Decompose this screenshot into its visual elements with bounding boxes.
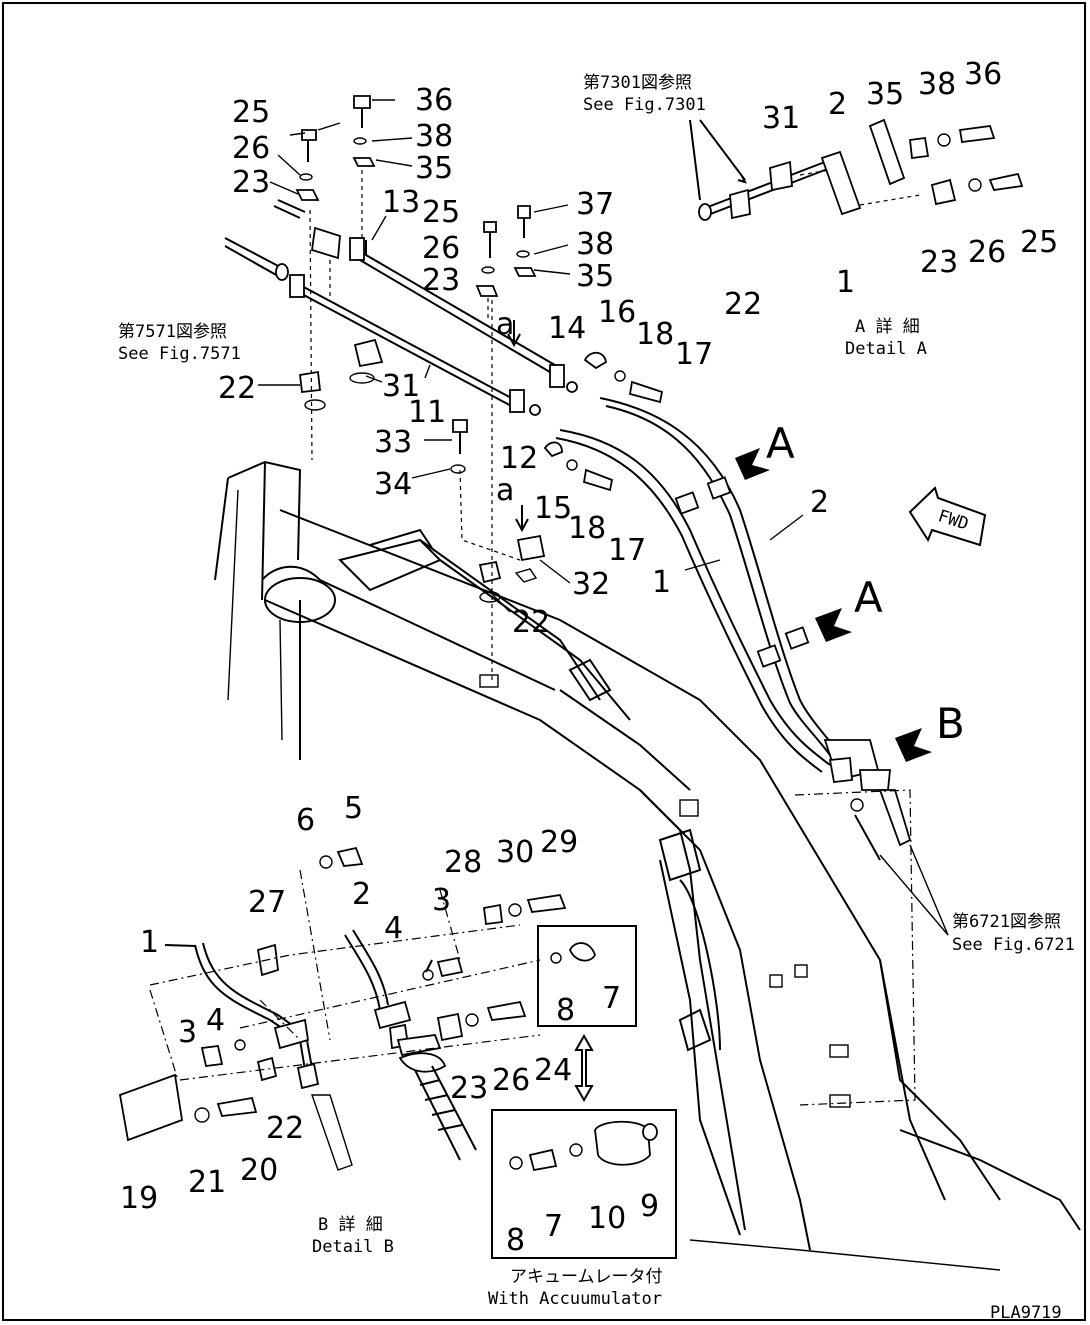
callout-35-c35c: 35 [866, 77, 904, 112]
callout-36-c36b: 36 [964, 57, 1002, 92]
callout-21-c21: 21 [188, 1165, 226, 1200]
callout-36-c36a: 36 [415, 83, 453, 118]
fwd-arrow [908, 486, 987, 547]
callout-35-c35b: 35 [576, 259, 614, 294]
callout-25-c25a: 25 [232, 95, 270, 130]
callout-24-c24: 24 [534, 1053, 572, 1088]
callout-25-c25b: 25 [422, 195, 460, 230]
callout-22-c22a: 22 [218, 371, 256, 406]
callout-13-c13: 13 [382, 185, 420, 220]
callout-8-c8b: 8 [506, 1223, 525, 1258]
callout-9-c9: 9 [640, 1189, 659, 1224]
callout-1-c1c: 1 [140, 925, 159, 960]
note-ref7571-jp: 第7571図参照 [118, 322, 227, 342]
callout-23-c23d: 23 [450, 1071, 488, 1106]
note-accum-jp: アキュームレータ付 [510, 1267, 663, 1287]
notes-layer: 第7301図参照 See Fig.7301 第7571図参照 See Fig.7… [118, 73, 1075, 1323]
callout-16-c16: 16 [598, 295, 636, 330]
callout-29-c29: 29 [540, 825, 578, 860]
callout-4-c4b: 4 [206, 1003, 225, 1038]
callout-a-ca2: a [496, 473, 514, 508]
callout-26-c26c: 26 [968, 235, 1006, 270]
callout-33-c33: 33 [374, 425, 412, 460]
note-fwd: FWD [935, 506, 970, 535]
note-ref7301-en: See Fig.7301 [583, 95, 706, 115]
callout-14-c14: 14 [548, 311, 586, 346]
callout-4-c4a: 4 [384, 911, 403, 946]
callout-32-c32: 32 [572, 567, 610, 602]
callout-15-c15: 15 [534, 491, 572, 526]
callout-38-c38b: 38 [576, 227, 614, 262]
callout-10-c10: 10 [588, 1201, 626, 1236]
callout-35-c35a: 35 [415, 151, 453, 186]
callout-25-c25c: 25 [1020, 225, 1058, 260]
callout-17-c17a: 17 [675, 337, 713, 372]
callout-2-c2a: 2 [810, 485, 829, 520]
detail-a-group [689, 118, 1024, 221]
callout-11-c11: 11 [408, 395, 446, 430]
note-ref7301-jp: 第7301図参照 [583, 73, 692, 93]
callout-A-cA2: A [854, 573, 883, 622]
callout-37-c37: 37 [576, 187, 614, 222]
note-detail-b-en: Detail B [312, 1237, 394, 1257]
upper-clamp-assembly [224, 95, 664, 680]
main-pipes [555, 397, 932, 1106]
note-detail-b-jp: B 詳 細 [318, 1215, 383, 1235]
callout-2-c2b: 2 [828, 87, 847, 122]
callout-a-ca1: a [496, 307, 514, 342]
callout-18-c18b: 18 [568, 511, 606, 546]
callout-7-c7b: 7 [544, 1209, 563, 1244]
callout-7-c7a: 7 [602, 981, 621, 1016]
callout-23-c23a: 23 [232, 165, 270, 200]
boom-structure [214, 460, 1081, 1271]
callout-A-cA1: A [766, 419, 795, 468]
callout-26-c26b: 26 [422, 231, 460, 266]
callout-22-c22c: 22 [724, 287, 762, 322]
callout-17-c17b: 17 [608, 533, 646, 568]
callout-22-c22b: 22 [512, 605, 550, 640]
callout-12-c12: 12 [500, 441, 538, 476]
callout-8-c8a: 8 [556, 993, 575, 1028]
callout-19-c19: 19 [120, 1181, 158, 1216]
callout-27-c27: 27 [248, 885, 286, 920]
note-accum-en: With Accuumulator [488, 1289, 662, 1309]
leader-lines [258, 99, 949, 936]
callout-23-c23b: 23 [422, 263, 460, 298]
note-ref7571-en: See Fig.7571 [118, 344, 241, 364]
note-ref6721-jp: 第6721図参照 [952, 912, 1061, 932]
callout-22-c22d: 22 [266, 1111, 304, 1146]
callout-38-c38a: 38 [415, 119, 453, 154]
callout-31-c31a: 31 [382, 369, 420, 404]
callout-30-c30: 30 [496, 835, 534, 870]
drawing-code: PLA9719 [990, 1303, 1062, 1323]
note-detail-a-jp: A 詳 細 [855, 317, 920, 337]
detail-b-group [118, 846, 677, 1259]
note-detail-a-en: Detail A [845, 339, 927, 359]
callout-28-c28: 28 [444, 845, 482, 880]
callout-3-c3a: 3 [432, 883, 451, 918]
callout-6-c6: 6 [296, 803, 315, 838]
callout-34-c34: 34 [374, 467, 412, 502]
callout-18-c18a: 18 [636, 317, 674, 352]
callout-20-c20: 20 [240, 1153, 278, 1188]
callout-26-c26d: 26 [492, 1063, 530, 1098]
callout-5-c5: 5 [344, 791, 363, 826]
callout-31-c31b: 31 [762, 101, 800, 136]
note-ref6721-en: See Fig.6721 [952, 935, 1075, 955]
callout-1-c1b: 1 [836, 265, 855, 300]
callout-38-c38c: 38 [918, 67, 956, 102]
callout-1-c1a: 1 [652, 565, 671, 600]
callout-23-c23c: 23 [920, 245, 958, 280]
callout-2-c2c: 2 [352, 877, 371, 912]
callout-26-c26a: 26 [232, 131, 270, 166]
callout-3-c3b: 3 [178, 1015, 197, 1050]
callout-B-cB: B [936, 699, 965, 748]
